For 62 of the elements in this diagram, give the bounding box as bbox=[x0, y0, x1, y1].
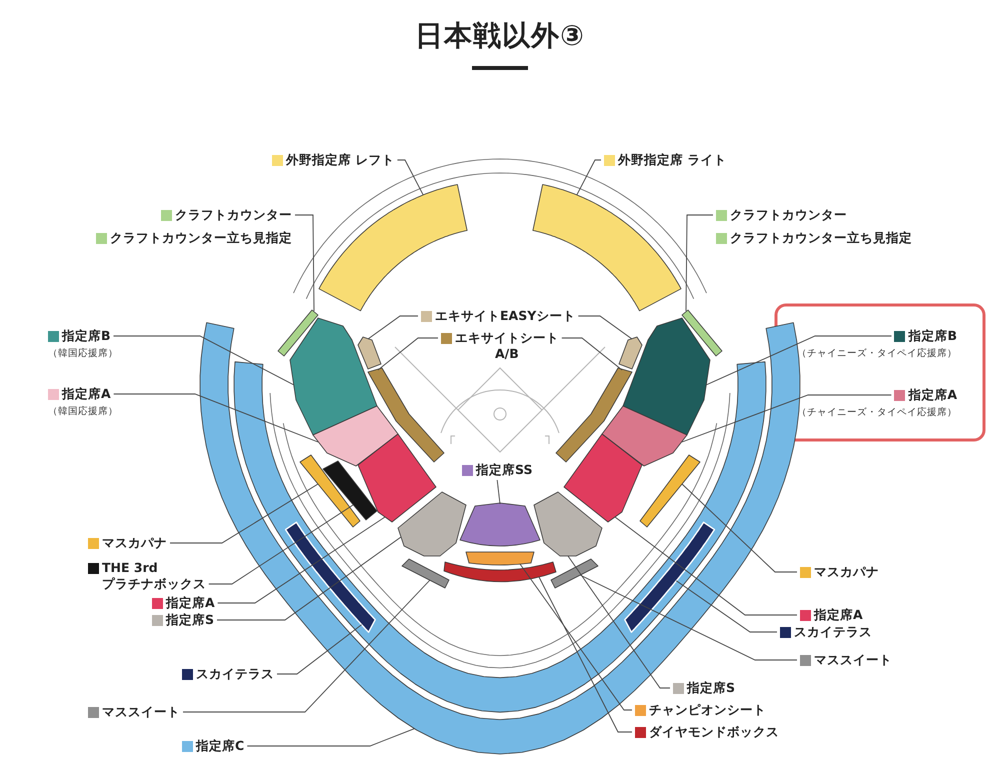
seating-strip bbox=[682, 310, 722, 356]
seat-label: 指定席A bbox=[62, 386, 111, 402]
seat-label: 指定席SS bbox=[476, 462, 532, 478]
seating-band bbox=[532, 184, 682, 312]
leader-line bbox=[208, 504, 354, 584]
leader-line bbox=[496, 480, 500, 504]
seating-strip bbox=[278, 310, 318, 356]
leader-line bbox=[676, 580, 778, 632]
note-text: （チャイニーズ・タイペイ応援席） bbox=[797, 406, 957, 419]
seat-label: THE 3rd プラチナボックス bbox=[102, 560, 206, 592]
seat-label: 指定席B bbox=[62, 328, 111, 344]
leader-line bbox=[682, 394, 892, 442]
leader-line bbox=[580, 574, 798, 660]
leader-line bbox=[578, 316, 632, 340]
seat-label: マスカパナ bbox=[102, 535, 167, 551]
leader-line bbox=[170, 484, 318, 544]
leader-line bbox=[246, 728, 415, 746]
seat-label: クラフトカウンター bbox=[730, 207, 847, 223]
leader-line bbox=[706, 336, 892, 386]
leader-line bbox=[368, 316, 418, 340]
seat-label: クラフトカウンター立ち見指定 bbox=[110, 230, 292, 246]
seat-label: クラフトカウンター bbox=[175, 207, 292, 223]
leader-line bbox=[396, 160, 424, 196]
seat-label: 指定席A bbox=[814, 607, 863, 623]
leader-line bbox=[378, 338, 438, 370]
seat-label: 指定席A bbox=[908, 387, 957, 403]
leader-line bbox=[216, 536, 402, 620]
note-text: （韓国応援席） bbox=[48, 405, 118, 418]
leader-line bbox=[686, 214, 714, 312]
leader-line bbox=[182, 580, 430, 712]
note-text: （韓国応援席） bbox=[48, 347, 118, 360]
seat-label: スカイテラス bbox=[196, 666, 274, 682]
leader-line bbox=[561, 338, 622, 370]
seat-label: マススイート bbox=[102, 704, 180, 720]
leader-line bbox=[576, 160, 602, 196]
seat-label: チャンピオンシート bbox=[649, 702, 766, 718]
seat-label: エキサイトシート A/B bbox=[455, 330, 559, 362]
page-title: 日本戦以外③ bbox=[415, 18, 585, 54]
leader-line bbox=[113, 336, 294, 386]
leader-line bbox=[294, 214, 314, 312]
leader-line bbox=[113, 394, 318, 442]
leader-line bbox=[276, 624, 362, 674]
seat-label: マスカパナ bbox=[814, 564, 879, 580]
seat-label: ダイヤモンドボックス bbox=[649, 724, 779, 740]
seat-label: エキサイトEASYシート bbox=[435, 308, 576, 324]
seat-label: スカイテラス bbox=[794, 624, 872, 640]
leader-line bbox=[614, 516, 798, 616]
seat-label: 外野指定席 レフト bbox=[286, 152, 394, 168]
seat-label: クラフトカウンター立ち見指定 bbox=[730, 230, 912, 246]
seating-band bbox=[318, 184, 468, 312]
seat-label: 外野指定席 ライト bbox=[618, 152, 726, 168]
seat-label: 指定席C bbox=[196, 738, 244, 754]
note-text: （チャイニーズ・タイペイ応援席） bbox=[797, 347, 957, 360]
seat-label: 指定席S bbox=[166, 612, 214, 628]
leader-line bbox=[217, 516, 386, 604]
seat-label: 指定席S bbox=[687, 680, 736, 696]
seat-label: 指定席B bbox=[908, 328, 957, 344]
seat-label: マススイート bbox=[814, 652, 892, 668]
leader-line bbox=[538, 576, 632, 732]
seat-label: 指定席A bbox=[166, 595, 215, 611]
leader-line bbox=[682, 484, 798, 572]
leader-line bbox=[520, 564, 632, 710]
